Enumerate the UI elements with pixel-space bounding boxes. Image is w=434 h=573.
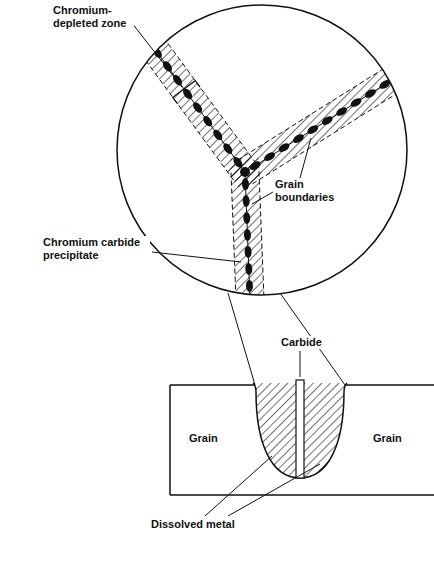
carbide-strip bbox=[296, 380, 304, 478]
precipitate-label: Chromium carbide precipitate bbox=[42, 236, 150, 261]
zone-edge bbox=[231, 173, 236, 301]
carbide-particle bbox=[364, 87, 378, 99]
carbide-particle bbox=[242, 178, 249, 190]
carbide-particle bbox=[211, 128, 224, 142]
grain-label: Grain bbox=[372, 432, 403, 445]
zone-bracket bbox=[128, 18, 200, 104]
carbide-particle bbox=[221, 142, 234, 156]
zone-edge bbox=[159, 32, 256, 164]
grain-label: Grain bbox=[188, 432, 219, 445]
boundary-label: Grain boundaries bbox=[274, 178, 346, 203]
carbide-particle bbox=[240, 167, 250, 177]
carbide-particle bbox=[263, 150, 277, 162]
zone-edge bbox=[252, 92, 399, 184]
carbide-particle bbox=[349, 96, 363, 108]
carbide-particle bbox=[244, 229, 251, 241]
carbide-particle bbox=[232, 155, 245, 169]
carbide-particle bbox=[291, 132, 305, 144]
grain-boundary bbox=[148, 40, 245, 172]
carbide-particle bbox=[320, 114, 334, 126]
carbide-label: Carbide bbox=[280, 336, 323, 349]
carbide-particle bbox=[191, 101, 204, 115]
zone-edge bbox=[259, 171, 264, 299]
carbide-particle bbox=[151, 46, 164, 60]
zoom-line bbox=[228, 293, 255, 385]
carbide-particle bbox=[306, 123, 320, 135]
carbide-particle bbox=[245, 263, 252, 275]
zone-edge bbox=[137, 48, 234, 180]
grain-boundary bbox=[245, 80, 392, 172]
carbide-particle bbox=[161, 60, 174, 74]
carbide-particle bbox=[243, 212, 250, 224]
carbide-particle bbox=[335, 105, 349, 117]
carbide-particle bbox=[242, 195, 249, 207]
depleted-zone bbox=[137, 32, 265, 192]
dissolved-label: Dissolved metal bbox=[150, 518, 236, 531]
carbide-particle bbox=[244, 246, 251, 258]
carbide-particle bbox=[201, 114, 214, 128]
carbide-particle bbox=[277, 141, 291, 153]
magnified-view bbox=[137, 32, 400, 301]
carbide-particle bbox=[246, 280, 253, 292]
depleted-zone bbox=[230, 157, 264, 300]
cross-section bbox=[170, 380, 434, 495]
carbide-particle bbox=[248, 159, 262, 171]
zone-edge bbox=[238, 68, 385, 160]
zone-label: Chromium-depleted zone bbox=[52, 4, 134, 29]
zoom-line bbox=[280, 293, 345, 385]
magnifier-circle bbox=[117, 5, 407, 295]
